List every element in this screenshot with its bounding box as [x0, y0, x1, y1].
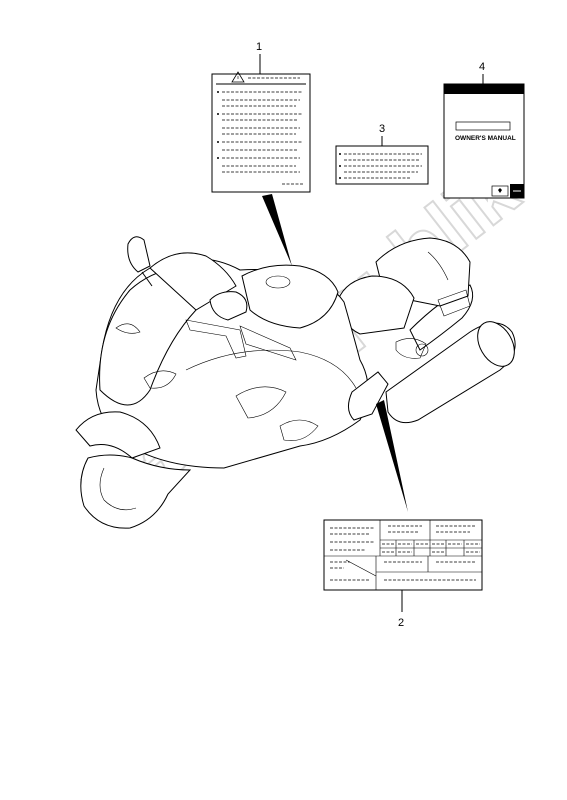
callout-1: 1: [256, 41, 262, 53]
side-vent: [235, 386, 287, 419]
callout-4: 4: [479, 61, 485, 73]
lower-vent: [279, 419, 319, 441]
footpeg-bracket: [348, 371, 389, 421]
leader-1-pointer: [262, 194, 292, 266]
front-rim: [99, 467, 137, 511]
manual-title: OWNER'S MANUAL: [455, 135, 516, 142]
tail-light: [437, 289, 471, 317]
label-1: 1: [211, 41, 311, 266]
headlight: [143, 370, 177, 389]
fairing-intake: [115, 323, 141, 334]
warning-icon: [231, 71, 245, 83]
label-3: 3: [335, 123, 429, 185]
label-2: 2: [323, 400, 483, 629]
peg-bolt: [415, 343, 429, 357]
manual-header-band: [444, 84, 524, 94]
motorcycle-outline: [75, 236, 516, 529]
muffler-end: [477, 321, 515, 367]
label-2-card: [323, 519, 483, 591]
manual-cover: [443, 83, 525, 199]
label-4-owners-manual: 4 OWNER'S MANUAL: [443, 61, 525, 199]
mirror: [127, 236, 151, 273]
manual-title-box: [455, 121, 511, 131]
front-fender: [75, 411, 161, 459]
side-line: [185, 349, 357, 389]
fuel-cap: [265, 275, 291, 289]
handlebar: [209, 291, 248, 321]
passenger-peg: [395, 338, 427, 359]
triple-clamp: [239, 325, 297, 361]
rear-cowl-detail: [427, 251, 449, 281]
leader-2-pointer: [376, 400, 408, 512]
clip-on: [185, 319, 247, 359]
callout-3: 3: [379, 123, 385, 135]
front-tire: [80, 454, 192, 529]
callout-2: 2: [398, 617, 404, 629]
